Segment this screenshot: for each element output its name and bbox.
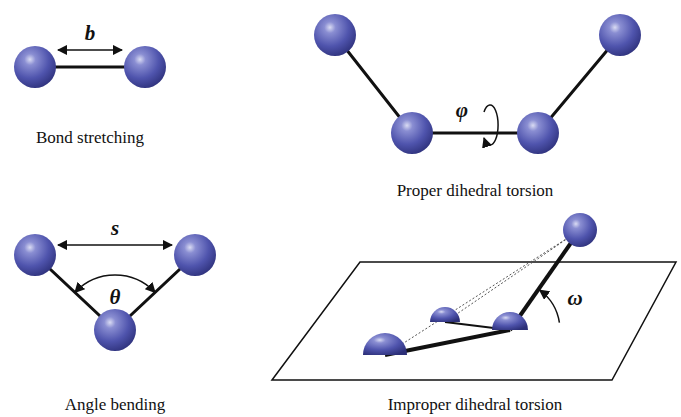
panel-caption: Bond stretching	[36, 129, 144, 146]
atom-sphere	[94, 309, 136, 351]
atom-sphere	[314, 14, 356, 56]
atom-sphere	[14, 46, 56, 88]
length-arrow	[58, 49, 122, 51]
dotted-guide	[385, 230, 580, 355]
panel-caption: Proper dihedral torsion	[397, 182, 554, 199]
reference-plane	[272, 262, 676, 380]
atom-sphere	[391, 112, 433, 154]
atom-sphere	[124, 46, 166, 88]
panel-caption: Improper dihedral torsion	[388, 396, 563, 413]
angle-symbol: ω	[567, 288, 582, 309]
atom-sphere	[563, 213, 597, 247]
atom-sphere	[517, 112, 559, 154]
bond-line	[335, 35, 620, 133]
half-atom	[430, 307, 460, 322]
atom-sphere	[14, 234, 56, 276]
angle-symbol: φ	[456, 100, 468, 121]
atom-sphere	[599, 14, 641, 56]
dotted-guide	[445, 230, 580, 322]
bond-line	[510, 230, 580, 330]
angle-arc	[540, 290, 560, 323]
distance-symbol: s	[111, 218, 119, 239]
half-atom	[363, 333, 407, 355]
rotation-arrow	[484, 105, 498, 145]
atom-sphere	[174, 234, 216, 276]
half-atom	[492, 312, 528, 330]
distance-arrow	[58, 244, 172, 246]
length-symbol: b	[85, 23, 96, 44]
panel-caption: Angle bending	[65, 396, 166, 413]
angle-symbol: θ	[110, 287, 121, 308]
